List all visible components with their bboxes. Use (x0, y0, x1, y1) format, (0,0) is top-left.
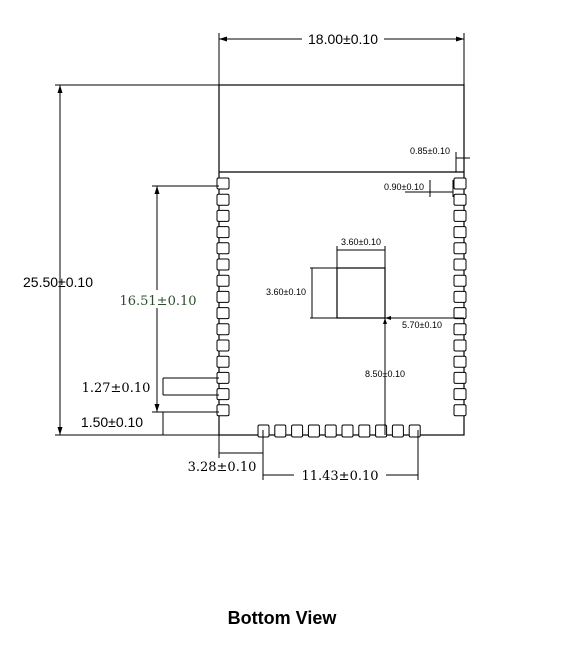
left-pad-column (216, 177, 230, 417)
bottom-pad (274, 424, 287, 438)
height-arrow-top (57, 85, 63, 93)
span1143-label: 11.43±0.10 (301, 469, 378, 484)
left-pad (216, 323, 230, 336)
offset850-arrow-top (383, 318, 387, 324)
bottom-pad-row (257, 424, 421, 438)
span-arrow-top (154, 186, 160, 194)
bottom-pad (408, 424, 421, 438)
depth090-label: 0.90±0.10 (384, 182, 424, 192)
cpad-height-label: 3.60±0.10 (266, 287, 306, 297)
right-pad (453, 274, 467, 287)
right-pad (453, 290, 467, 303)
right-pad (453, 258, 467, 271)
width-label: 18.00±0.10 (308, 31, 378, 47)
right-pad (453, 371, 467, 384)
bottom-pad (324, 424, 337, 438)
offset570-label: 5.70±0.10 (402, 320, 442, 330)
left-pad (216, 177, 230, 190)
left-pad (216, 290, 230, 303)
bottom-offset-label: 1.50±0.10 (81, 414, 143, 430)
left-pad (216, 355, 230, 368)
width-arrow-right (456, 36, 464, 42)
span-arrow-bottom (154, 404, 160, 412)
right-pad-column (453, 177, 467, 417)
left-pad (216, 307, 230, 320)
module-outline (218, 84, 465, 436)
right-pad (453, 339, 467, 352)
height-arrow-bottom (57, 427, 63, 435)
offset328-label: 3.28±0.10 (188, 460, 257, 475)
left-pad (216, 258, 230, 271)
bottom-pad (358, 424, 371, 438)
left-pad (216, 339, 230, 352)
left-pad (216, 209, 230, 222)
left-pad (216, 404, 230, 417)
left-pad (216, 274, 230, 287)
bottom-pad (291, 424, 304, 438)
cpad-width-label: 3.60±0.10 (341, 237, 381, 247)
bottom-pad (341, 424, 354, 438)
right-pad (453, 388, 467, 401)
right-pad (453, 355, 467, 368)
offset850-label: 8.50±0.10 (365, 369, 405, 379)
right-pad (453, 307, 467, 320)
bottom-pad (375, 424, 388, 438)
height-label: 25.50±0.10 (23, 274, 93, 290)
view-caption: Bottom View (227, 608, 337, 628)
offset085-label: 0.85±0.10 (410, 146, 450, 156)
width-arrow-left (219, 36, 227, 42)
left-pad (216, 193, 230, 206)
right-pad (453, 193, 467, 206)
left-pad (216, 242, 230, 255)
pitch-label: 1.27±0.10 (82, 381, 151, 396)
center-pad (336, 267, 386, 319)
right-pad (453, 226, 467, 239)
right-pad (453, 242, 467, 255)
offset570-arrow (385, 316, 391, 320)
right-pad (453, 177, 467, 190)
bottom-pad (307, 424, 320, 438)
right-pad (453, 323, 467, 336)
left-pad (216, 388, 230, 401)
pad-span-label: 16.51±0.10 (119, 294, 196, 309)
right-pad (453, 404, 467, 417)
bottom-pad (391, 424, 404, 438)
right-pad (453, 209, 467, 222)
left-pad (216, 226, 230, 239)
